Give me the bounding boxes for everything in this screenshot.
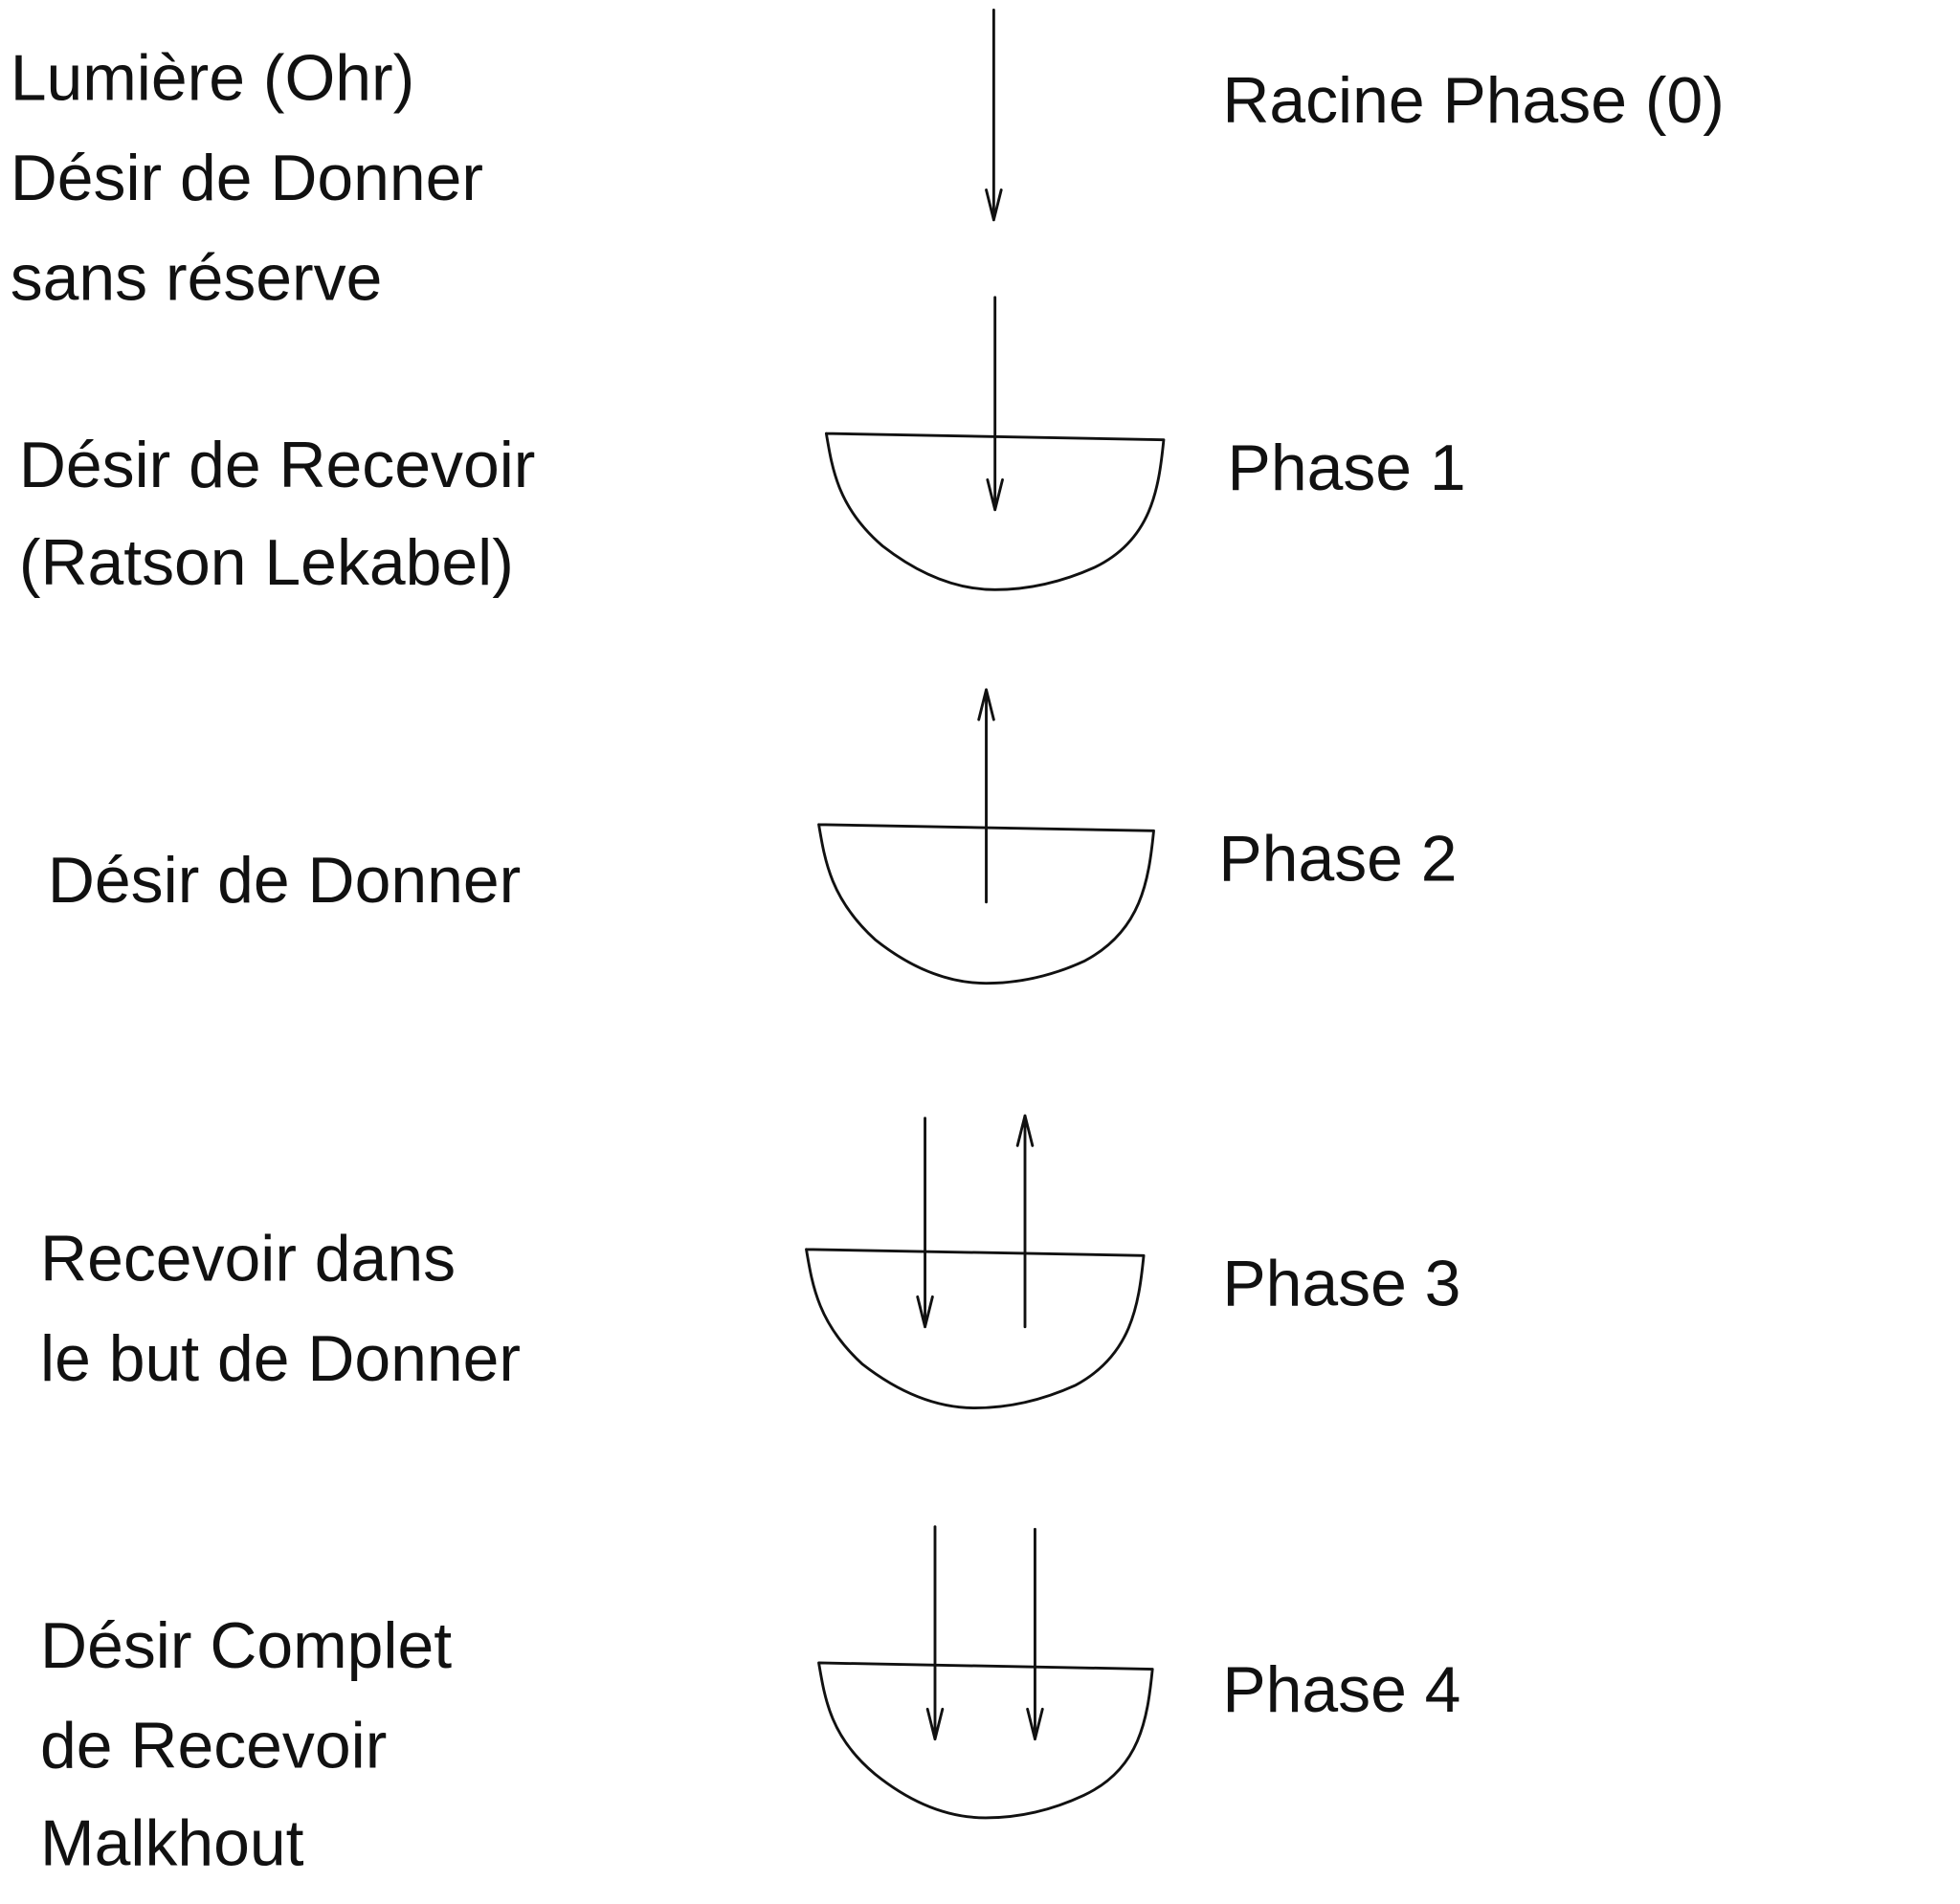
label-desir-de-donner: Désir de Donner: [48, 845, 521, 917]
phase-2-vessel: [817, 823, 1155, 985]
label-lumiere: Lumière (Ohr): [11, 42, 415, 114]
phase-3-arrow-up-icon: [1015, 1114, 1035, 1329]
phase-0-label: Racine Phase (0): [1222, 65, 1725, 137]
phase-4-arrow-down-left-icon: [925, 1525, 945, 1741]
shapes: [805, 9, 1166, 1820]
label-malkhout: Malkhout: [40, 1808, 304, 1880]
phase-1-label: Phase 1: [1228, 432, 1466, 504]
phase-3-arrow-down-icon: [916, 1117, 934, 1329]
right-labels: Racine Phase (0) Phase 1 Phase 2 Phase 3…: [1218, 65, 1724, 1726]
phase-2-label: Phase 2: [1218, 824, 1457, 896]
phase-3-label: Phase 3: [1222, 1249, 1460, 1320]
label-sans-reserve: sans réserve: [11, 242, 383, 314]
phase-4-label: Phase 4: [1222, 1654, 1460, 1726]
label-ratson-lekabel: (Ratson Lekabel): [19, 527, 514, 599]
label-recevoir-dans: Recevoir dans: [40, 1223, 456, 1295]
label-but-de-donner: le but de Donner: [40, 1323, 521, 1395]
phase-3-vessel: [805, 1248, 1146, 1410]
phase-1-arrow-down-icon: [986, 296, 1004, 512]
label-de-recevoir: de Recevoir: [40, 1711, 387, 1782]
phase-1-vessel: [824, 432, 1166, 591]
phase-2-arrow-up-icon: [977, 688, 995, 904]
light-arrow-down-icon: [985, 9, 1003, 222]
label-desir-complet: Désir Complet: [40, 1610, 452, 1682]
label-desir-donner: Désir de Donner: [11, 143, 483, 214]
phase-4-vessel: [817, 1661, 1154, 1820]
left-labels: Lumière (Ohr) Désir de Donner sans réser…: [11, 42, 536, 1879]
phase-4-arrow-down-right-icon: [1026, 1527, 1044, 1741]
label-desir-recevoir: Désir de Recevoir: [19, 430, 536, 501]
